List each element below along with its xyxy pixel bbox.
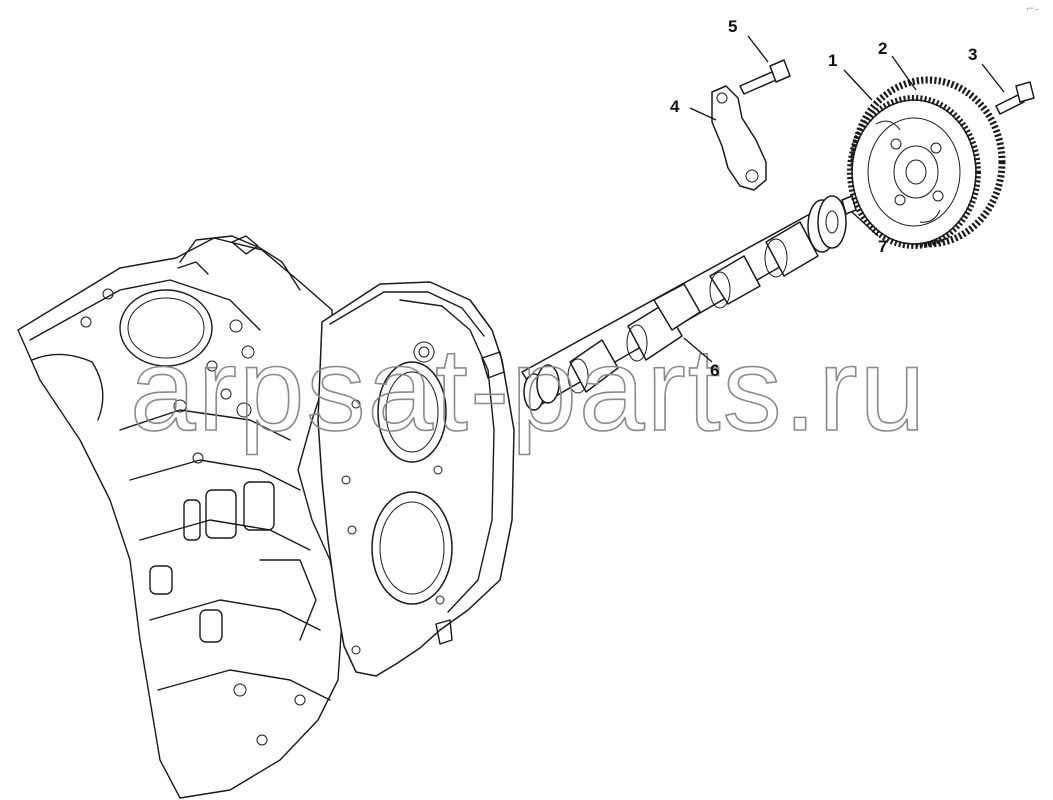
- bracket: [711, 85, 767, 191]
- engine-block: [17, 235, 343, 799]
- callout-3: 3: [968, 45, 977, 64]
- callout-6: 6: [710, 361, 719, 380]
- bolt-5: [739, 59, 791, 95]
- corner-mark: ⌐–: [1026, 4, 1039, 15]
- timing-cover: [317, 281, 515, 677]
- dowel-pin: [841, 195, 857, 215]
- watermark-text: arpsat-parts.ru: [130, 324, 927, 456]
- callout-2: 2: [878, 39, 887, 58]
- callout-4: 4: [670, 97, 680, 116]
- camshaft: [521, 195, 847, 411]
- callout-5: 5: [728, 17, 737, 36]
- callout-leaders: [683, 35, 1005, 363]
- callout-1: 1: [828, 51, 837, 70]
- camshaft-gear: [847, 76, 1006, 249]
- callout-7: 7: [878, 237, 887, 256]
- bolt-3: [995, 81, 1035, 115]
